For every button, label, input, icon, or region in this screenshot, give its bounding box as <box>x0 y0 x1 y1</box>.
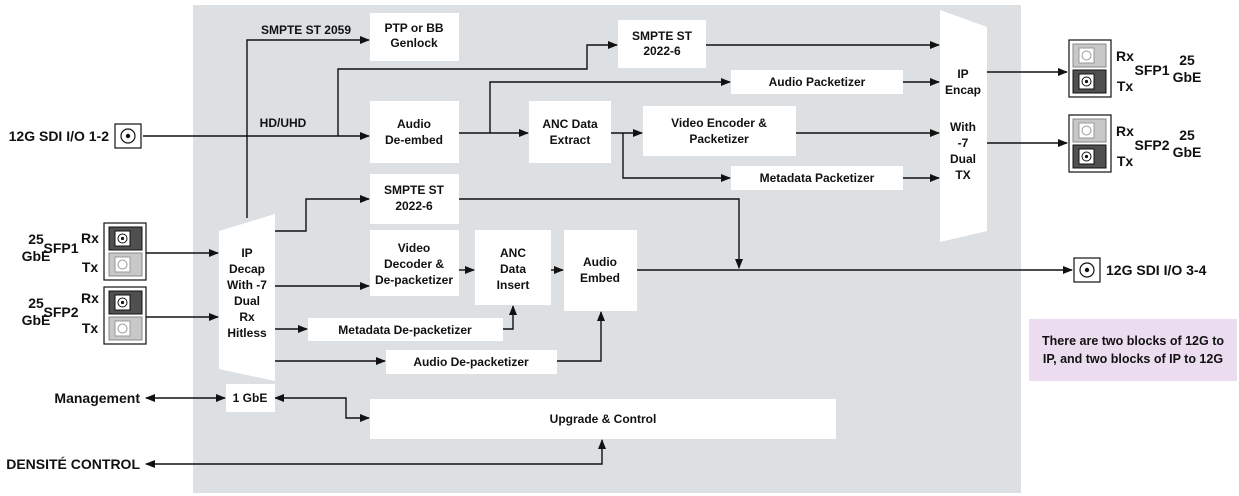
sfp1-out-speed: 25 <box>1179 52 1195 68</box>
sfp1-in-rx: Rx <box>81 230 99 246</box>
anc-data-extract-block: ANC Data Extract <box>529 101 611 163</box>
ptp-line-1: PTP or BB <box>384 21 443 35</box>
note-box: There are two blocks of 12G to IP, and t… <box>1029 319 1237 381</box>
video-encoder-block: Video Encoder & Packetizer <box>643 106 796 156</box>
smpte-mid-line-2: 2022-6 <box>395 199 433 213</box>
sfp2-in-unit: GbE <box>22 312 51 328</box>
sfp2-in-tx: Tx <box>82 320 99 336</box>
audio-embed-line-1: Audio <box>583 255 617 269</box>
decap-line-5: Rx <box>239 310 255 324</box>
decap-line-4: Dual <box>234 294 260 308</box>
metadata-depacketizer-block: Metadata De-packetizer <box>308 318 503 341</box>
sdi-in-label: 12G SDI I/O 1-2 <box>9 128 110 144</box>
anc-insert-line-1: ANC <box>500 246 526 260</box>
sfp1-in-tx: Tx <box>82 259 99 275</box>
note-line-1: There are two blocks of 12G to <box>1042 334 1224 348</box>
audio-packetizer-label: Audio Packetizer <box>769 75 866 89</box>
sfp1-input-module: 25 GbE SFP1 Rx Tx <box>22 222 147 281</box>
audio-depacketizer-label: Audio De-packetizer <box>413 355 529 369</box>
sfp1-in-name: SFP1 <box>43 240 78 256</box>
smpte-2059-label: SMPTE ST 2059 <box>261 23 351 37</box>
sdi-in-connector: 12G SDI I/O 1-2 <box>9 123 142 149</box>
bnc-icon <box>114 123 142 149</box>
sfp1-in-speed: 25 <box>28 231 44 247</box>
sfp1-in-unit: GbE <box>22 248 51 264</box>
upgrade-control-label: Upgrade & Control <box>550 412 657 426</box>
sfp2-out-rx: Rx <box>1116 123 1134 139</box>
audio-embed-line-2: Embed <box>580 271 620 285</box>
smpte-mid-line-1: SMPTE ST <box>384 183 445 197</box>
hd-uhd-label: HD/UHD <box>260 116 307 130</box>
sfp2-out-speed: 25 <box>1179 127 1195 143</box>
ip-decap-block: IP Decap With -7 Dual Rx Hitless <box>219 214 275 381</box>
decap-line-6: Hitless <box>227 326 267 340</box>
decap-line-3: With -7 <box>227 278 267 292</box>
video-decoder-line-2: Decoder & <box>384 257 444 271</box>
sdi-out-connector: 12G SDI I/O 3-4 <box>1073 257 1207 283</box>
encap-line-5: -7 <box>958 136 969 150</box>
smpte-2022-6-tx-block: SMPTE ST 2022-6 <box>618 20 706 68</box>
video-encoder-line-2: Packetizer <box>689 132 749 146</box>
sdi-out-label: 12G SDI I/O 3-4 <box>1106 262 1207 278</box>
audio-deembed-line-1: Audio <box>397 117 431 131</box>
encap-line-6: Dual <box>950 152 976 166</box>
decap-line-1: IP <box>241 246 252 260</box>
sfp2-out-unit: GbE <box>1173 144 1202 160</box>
audio-depacketizer-block: Audio De-packetizer <box>386 350 557 374</box>
metadata-depacketizer-label: Metadata De-packetizer <box>338 323 472 337</box>
anc-extract-line-2: Extract <box>550 133 591 147</box>
audio-deembed-line-2: De-embed <box>385 133 443 147</box>
anc-insert-line-2: Data <box>500 262 526 276</box>
connections <box>143 36 1073 468</box>
video-encoder-line-1: Video Encoder & <box>671 116 767 130</box>
sfp1-out-unit: GbE <box>1173 69 1202 85</box>
video-decoder-line-3: De-packetizer <box>375 273 453 287</box>
sfp2-out-tx: Tx <box>1117 153 1134 169</box>
audio-deembed-block: Audio De-embed <box>370 101 459 163</box>
sfp1-output-module: Rx Tx SFP1 25 GbE <box>1068 39 1202 98</box>
densite-control-label: DENSITÉ CONTROL <box>6 456 140 472</box>
ptp-genlock-block: PTP or BB Genlock <box>370 13 459 61</box>
sfp2-in-speed: 25 <box>28 295 44 311</box>
sfp2-out-name: SFP2 <box>1134 137 1169 153</box>
audio-embed-block: Audio Embed <box>564 230 637 311</box>
sfp2-in-rx: Rx <box>81 290 99 306</box>
encap-line-7: TX <box>955 168 970 182</box>
encap-line-1: IP <box>957 67 968 81</box>
ptp-line-2: Genlock <box>390 36 438 50</box>
decap-line-2: Decap <box>229 262 265 276</box>
smpte-2022-6-rx-block: SMPTE ST 2022-6 <box>370 174 459 224</box>
sfp1-out-name: SFP1 <box>1134 62 1169 78</box>
anc-extract-line-1: ANC Data <box>542 117 598 131</box>
gbe-1-label: 1 GbE <box>233 391 268 405</box>
anc-insert-line-3: Insert <box>497 278 530 292</box>
video-decoder-line-1: Video <box>398 241 430 255</box>
encap-line-4: With <box>950 120 976 134</box>
anc-data-insert-block: ANC Data Insert <box>475 230 551 305</box>
video-decoder-block: Video Decoder & De-packetizer <box>370 230 459 296</box>
sfp1-out-rx: Rx <box>1116 48 1134 64</box>
encap-line-2: Encap <box>945 83 981 97</box>
metadata-packetizer-label: Metadata Packetizer <box>760 171 875 185</box>
sfp2-in-name: SFP2 <box>43 304 78 320</box>
smpte-top-line-2: 2022-6 <box>643 44 681 58</box>
sfp2-output-module: Rx Tx SFP2 25 GbE <box>1068 114 1202 173</box>
note-line-2: IP, and two blocks of IP to 12G <box>1043 352 1223 366</box>
management-label: Management <box>54 390 140 406</box>
ip-encap-block: IP Encap With -7 Dual TX <box>940 10 987 242</box>
smpte-top-line-1: SMPTE ST <box>632 29 693 43</box>
metadata-packetizer-block: Metadata Packetizer <box>731 166 903 190</box>
audio-packetizer-block: Audio Packetizer <box>731 70 903 94</box>
sfp2-input-module: 25 GbE SFP2 Rx Tx <box>22 286 147 345</box>
sfp1-out-tx: Tx <box>1117 78 1134 94</box>
gbe-1-block: 1 GbE <box>226 384 275 412</box>
upgrade-control-block: Upgrade & Control <box>370 399 836 439</box>
